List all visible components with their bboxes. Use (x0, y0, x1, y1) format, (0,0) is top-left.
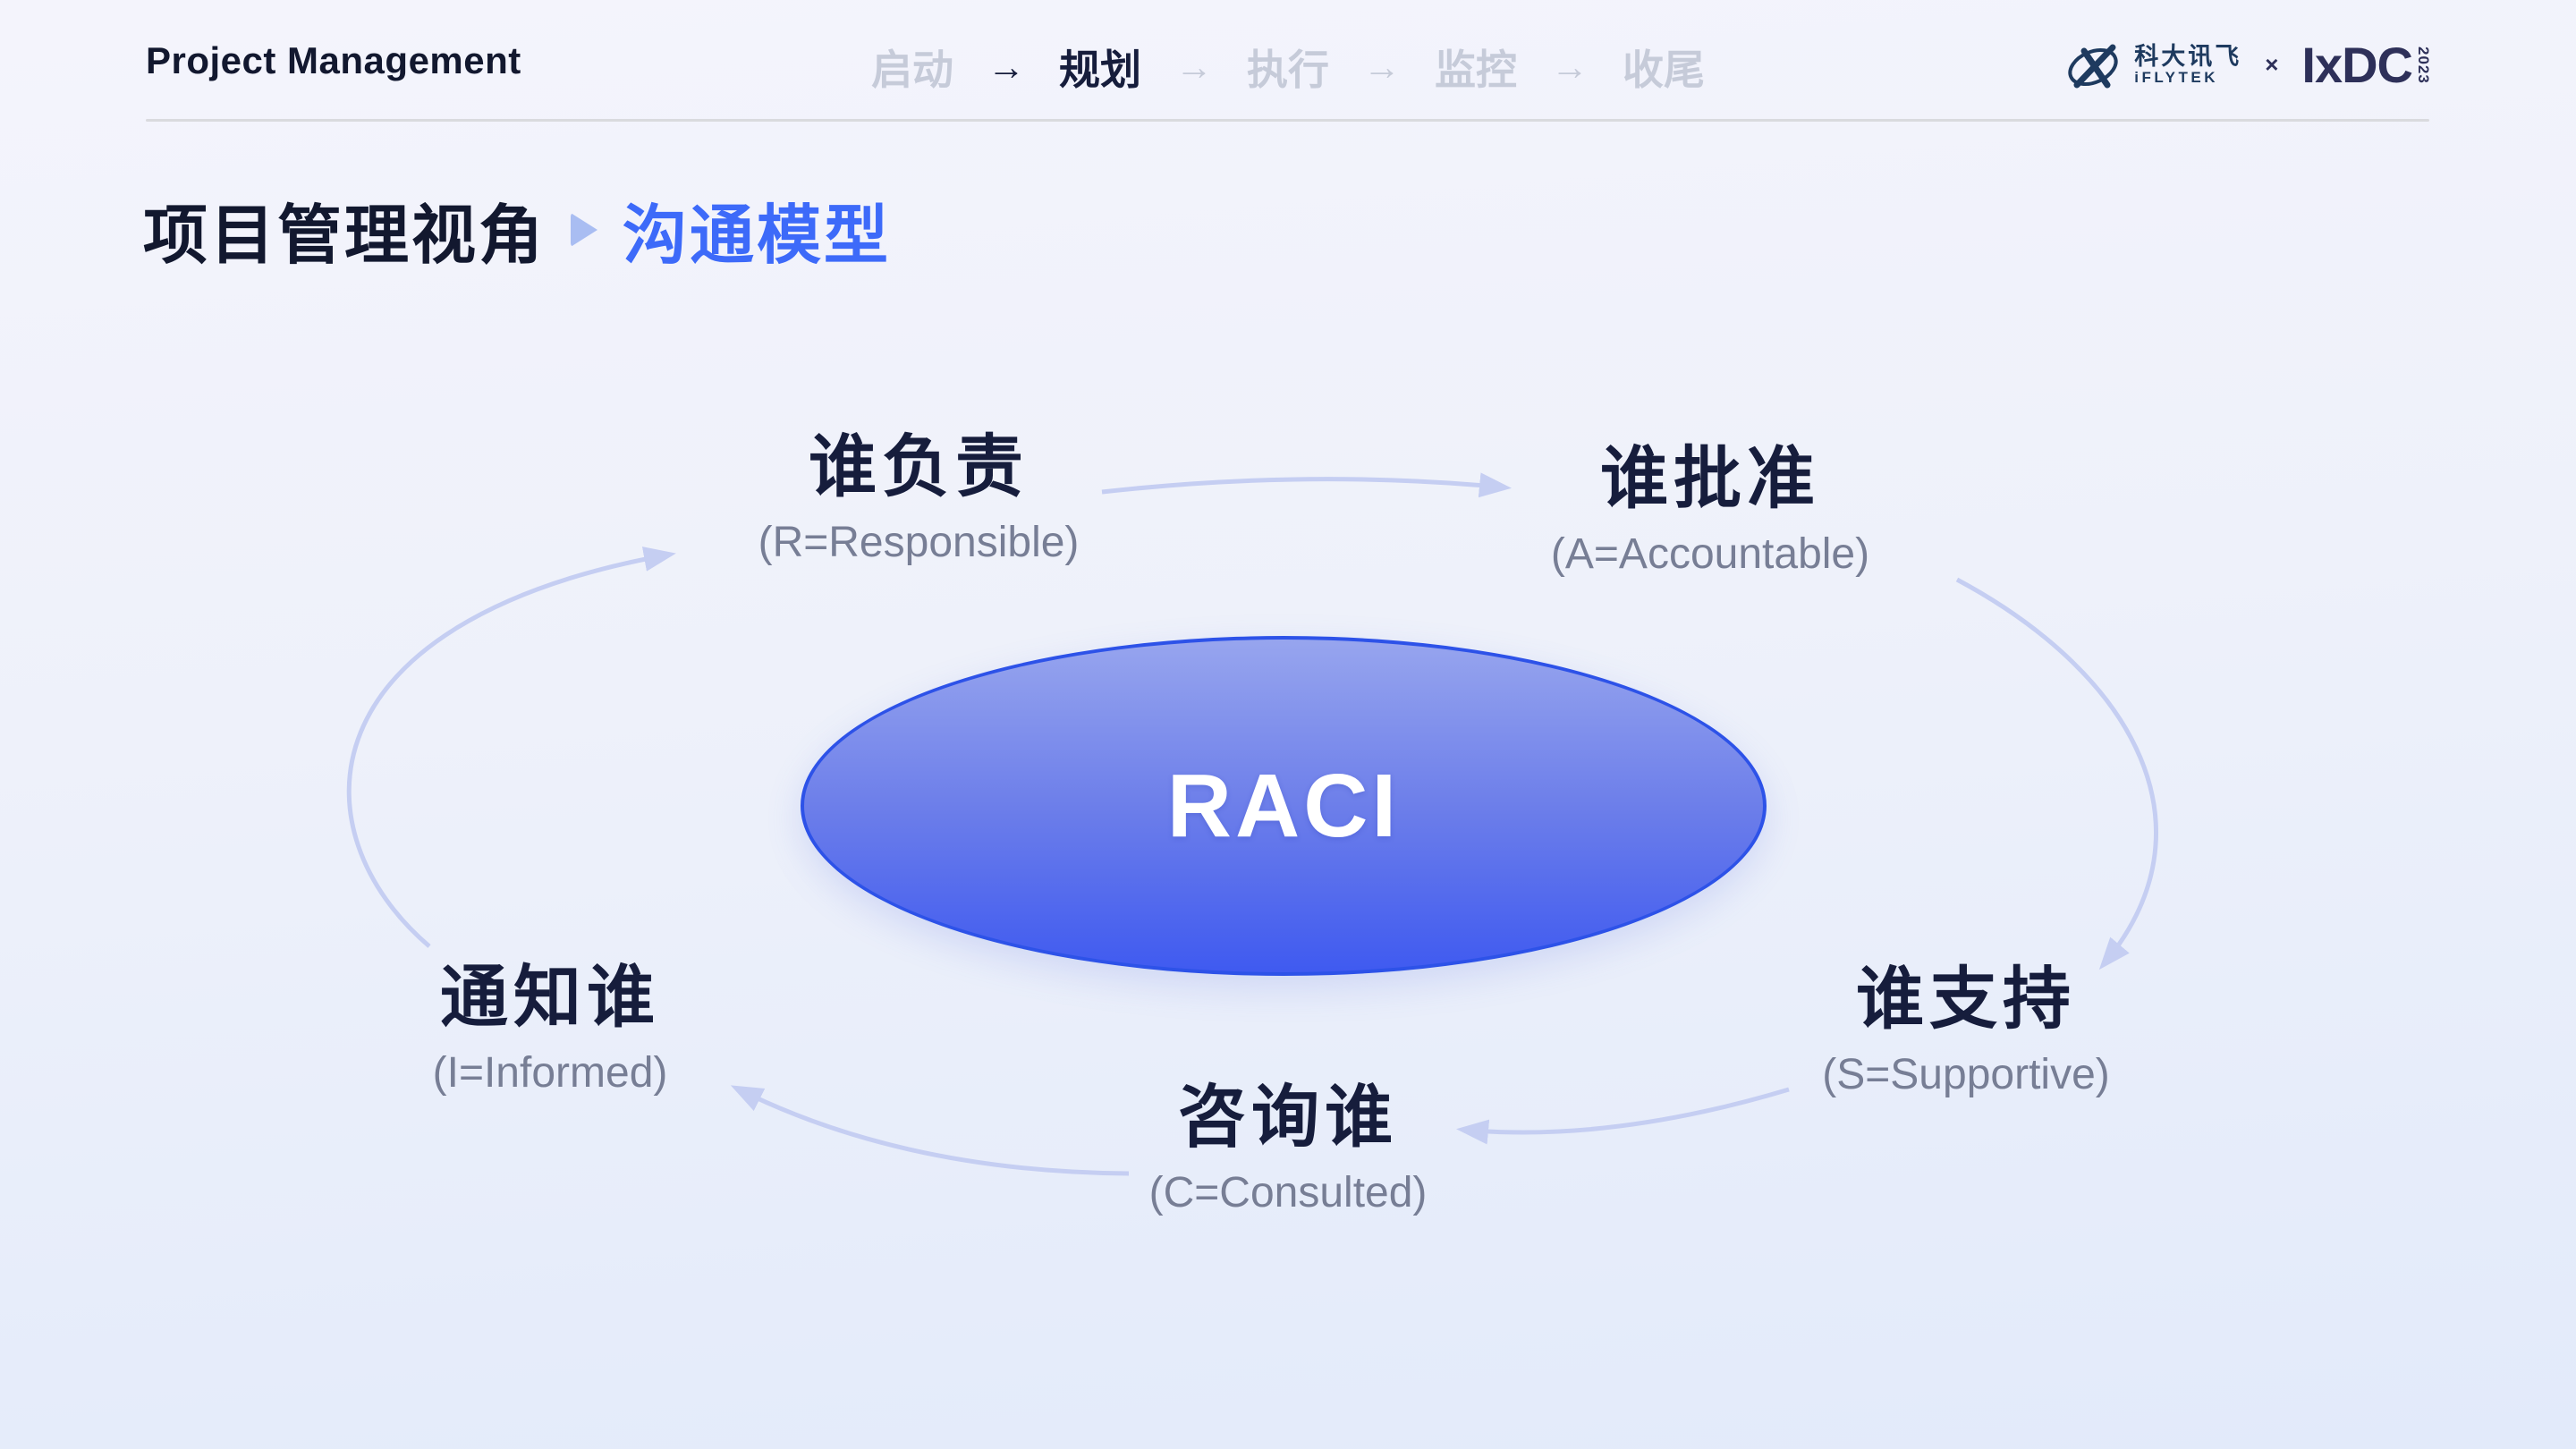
ixdc-wordmark: IxDC (2301, 37, 2413, 93)
triangle-right-icon (571, 212, 598, 247)
section-title-left: 项目管理视角 (143, 200, 547, 272)
section-title-right: 沟通模型 (623, 200, 892, 272)
node-consulted-en: (C=Consulted) (1148, 1169, 1428, 1216)
brand-logos: 科大讯飞 iFLYTEK × IxDC 2023 (2066, 36, 2432, 94)
node-informed-zh: 通知谁 (439, 960, 660, 1036)
section-title: 项目管理视角 沟通模型 (143, 182, 891, 276)
raci-label: RACI (1166, 755, 1401, 856)
node-informed: 通知谁 (I=Informed) (433, 964, 668, 1097)
arrow-consulted-to-informed (730, 1085, 1130, 1176)
page-title: Project Management (146, 39, 521, 81)
node-supportive: 谁支持 (S=Supportive) (1822, 966, 2110, 1099)
arrow-right-icon: → (1175, 46, 1213, 88)
raci-ellipse: RACI (801, 636, 1767, 976)
phase-nav: 启动 → 规划 → 执行 → 监控 → 收尾 (871, 38, 1705, 97)
node-accountable-en: (A=Accountable) (1550, 530, 1870, 578)
arrow-right-icon: → (1551, 46, 1589, 88)
node-accountable-zh: 谁批准 (1599, 441, 1820, 517)
nav-item-monitoring[interactable]: 监控 (1435, 47, 1517, 93)
node-informed-en: (I=Informed) (432, 1049, 668, 1097)
nav-item-initiating[interactable]: 启动 (871, 47, 953, 93)
node-responsible-zh: 谁负责 (808, 429, 1029, 505)
node-supportive-zh: 谁支持 (1856, 962, 2076, 1038)
nav-item-closing[interactable]: 收尾 (1623, 47, 1705, 93)
iflytek-mark-icon (2068, 44, 2118, 88)
iflytek-en-text: iFLYTEK (2134, 68, 2218, 86)
header-divider (146, 119, 2429, 122)
node-responsible-en: (R=Responsible) (758, 519, 1080, 566)
logo-separator: × (2265, 51, 2279, 78)
node-responsible: 谁负责 (R=Responsible) (758, 434, 1080, 567)
ixdc-year: 2023 (2415, 46, 2432, 84)
iflytek-logo: 科大讯飞 iFLYTEK (2066, 38, 2241, 92)
arrow-right-icon: → (987, 46, 1025, 88)
nav-item-executing[interactable]: 执行 (1247, 47, 1329, 93)
iflytek-cn-text: 科大讯飞 (2134, 43, 2242, 71)
arrow-supportive-to-consulted (1456, 1087, 1790, 1145)
node-consulted-zh: 咨询谁 (1178, 1080, 1398, 1156)
iflytek-wordmark: 科大讯飞 iFLYTEK (2134, 44, 2241, 85)
arrow-informed-to-responsible (346, 547, 676, 948)
ixdc-logo: IxDC 2023 (2301, 36, 2432, 94)
node-consulted: 咨询谁 (C=Consulted) (1149, 1084, 1428, 1217)
node-supportive-en: (S=Supportive) (1822, 1051, 2110, 1098)
nav-item-planning[interactable]: 规划 (1059, 47, 1141, 93)
arrow-right-icon: → (1363, 46, 1401, 88)
arrow-accountable-to-supportive (1955, 577, 2158, 970)
node-accountable: 谁批准 (A=Accountable) (1551, 445, 1869, 579)
arrow-responsible-to-accountable (1101, 472, 1512, 498)
